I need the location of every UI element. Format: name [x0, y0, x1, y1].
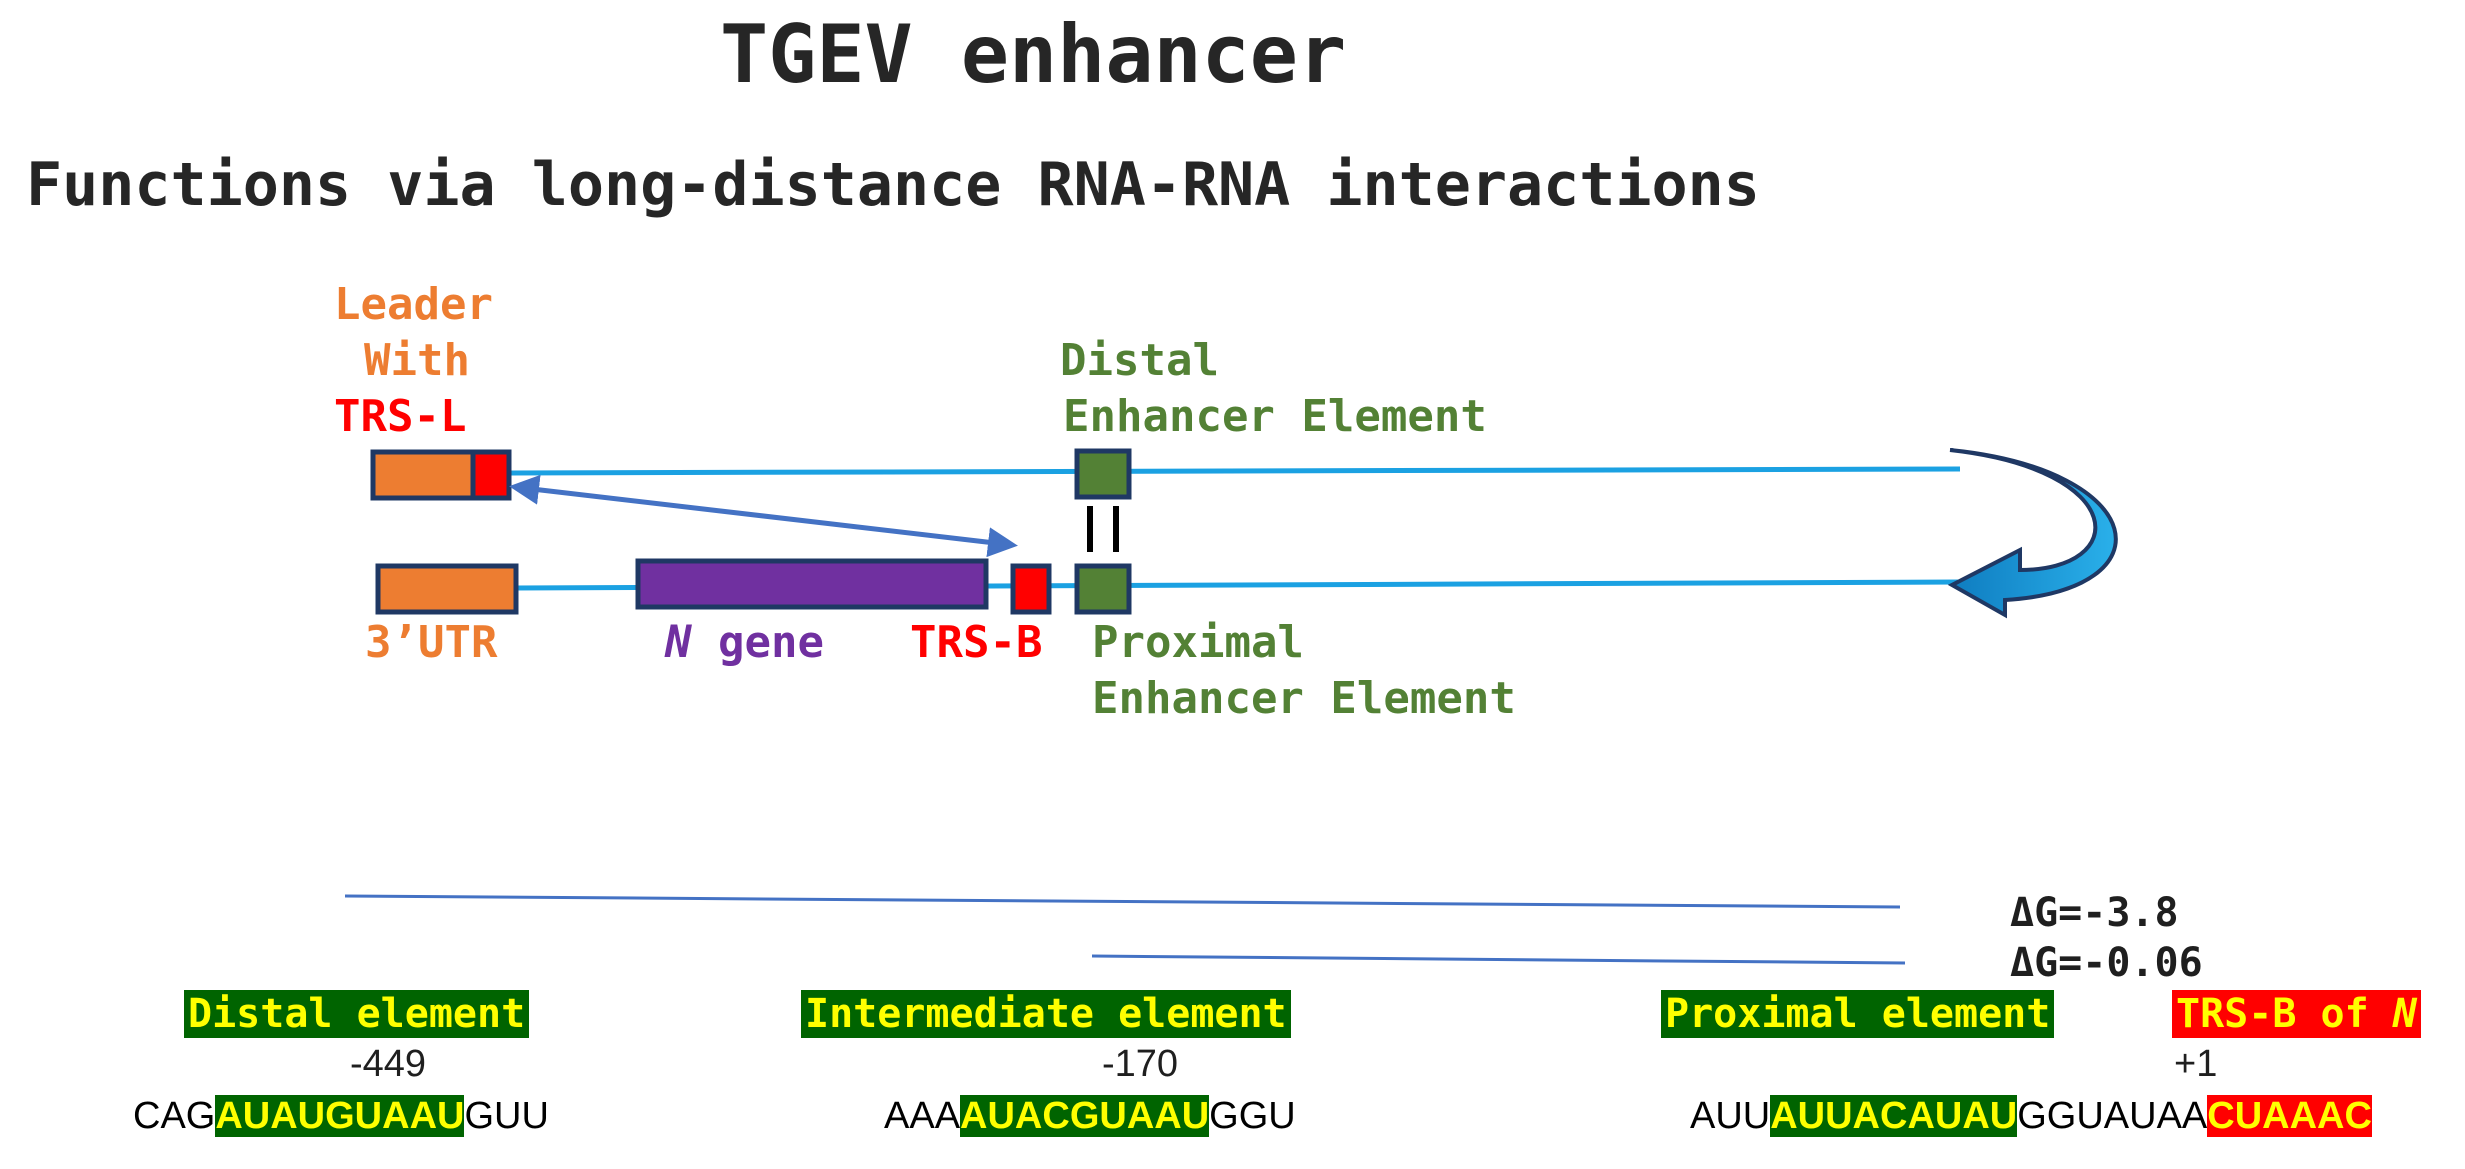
n-gene-suffix: gene — [691, 617, 824, 668]
trs-b-box — [1010, 563, 1052, 615]
distal-enhancer-box — [1074, 448, 1132, 500]
proximal-seq-core: AUUACAUAU — [1770, 1095, 2018, 1137]
trs-l-box — [470, 449, 512, 501]
leader-box — [370, 449, 476, 501]
utr-box — [375, 563, 519, 615]
intermediate-sequence: AAAAUACGUAAUGGU — [884, 1092, 1296, 1140]
rna-line-upper — [509, 466, 1961, 476]
trs-b-of-n-tag: TRS-B of N — [2172, 990, 2421, 1038]
delta-g-second: ΔG=-0.06 — [2010, 940, 2203, 986]
intermediate-element-tag: Intermediate element — [801, 990, 1291, 1038]
curved-arrow — [1947, 448, 2118, 619]
leader-label-line2: With — [364, 335, 470, 386]
distal-seq-prefix: CAG — [133, 1095, 216, 1137]
proximal-enhancer-box — [1074, 563, 1132, 615]
n-gene-label: N gene — [665, 615, 824, 671]
distal-sequence: CAGAUAUGUAAUGUU — [133, 1092, 549, 1140]
intermediate-seq-suffix: GGU — [1209, 1095, 1296, 1137]
trs-b-position: +1 — [2174, 1043, 2218, 1085]
proximal-seq-suffix: GGUAUAA — [2017, 1095, 2208, 1137]
trs-b-of-n-prefix: TRS-B of — [2176, 991, 2393, 1037]
intermediate-seq-prefix: AAA — [884, 1095, 961, 1137]
trs-b-of-n-italic: N — [2392, 991, 2417, 1037]
trs-b-seq-core: CUAAAC — [2207, 1095, 2372, 1137]
delta-g-first: ΔG=-3.8 — [2010, 890, 2179, 936]
n-gene-italic: N — [665, 617, 692, 668]
distal-position: -449 — [350, 1043, 427, 1085]
proximal-seq-prefix: AUU — [1690, 1095, 1771, 1137]
n-gene-box — [635, 558, 989, 610]
distal-enhancer-label-line2: Enhancer Element — [1063, 391, 1487, 442]
intermediate-position: -170 — [1102, 1043, 1179, 1085]
proximal-enhancer-label-line1: Proximal — [1092, 617, 1304, 668]
intermediate-alignment-line — [1091, 954, 1906, 965]
utr-label: 3’UTR — [365, 617, 498, 668]
proximal-element-tag: Proximal element — [1661, 990, 2055, 1038]
distal-alignment-line — [344, 894, 1901, 909]
distal-enhancer-label-line1: Distal — [1060, 335, 1219, 386]
trs-l-label: TRS-L — [334, 391, 467, 442]
leader-label-line1: Leader — [334, 279, 493, 330]
intermediate-seq-core: AUACGUAAU — [960, 1095, 1210, 1137]
distal-element-tag: Distal element — [184, 990, 530, 1038]
proximal-enhancer-label-line2: Enhancer Element — [1092, 673, 1516, 724]
distal-seq-suffix: GUU — [464, 1095, 549, 1137]
page-title: TGEV enhancer — [720, 8, 1347, 101]
trs-b-label: TRS-B — [910, 617, 1043, 668]
proximal-sequence: AUUAUUACAUAUGGUAUAACUAAAC — [1690, 1092, 2372, 1140]
page-subtitle: Functions via long-distance RNA-RNA inte… — [26, 150, 1760, 220]
distal-seq-core: AUAUGUAAU — [215, 1095, 465, 1137]
trs-interaction-arrow — [509, 474, 1018, 558]
